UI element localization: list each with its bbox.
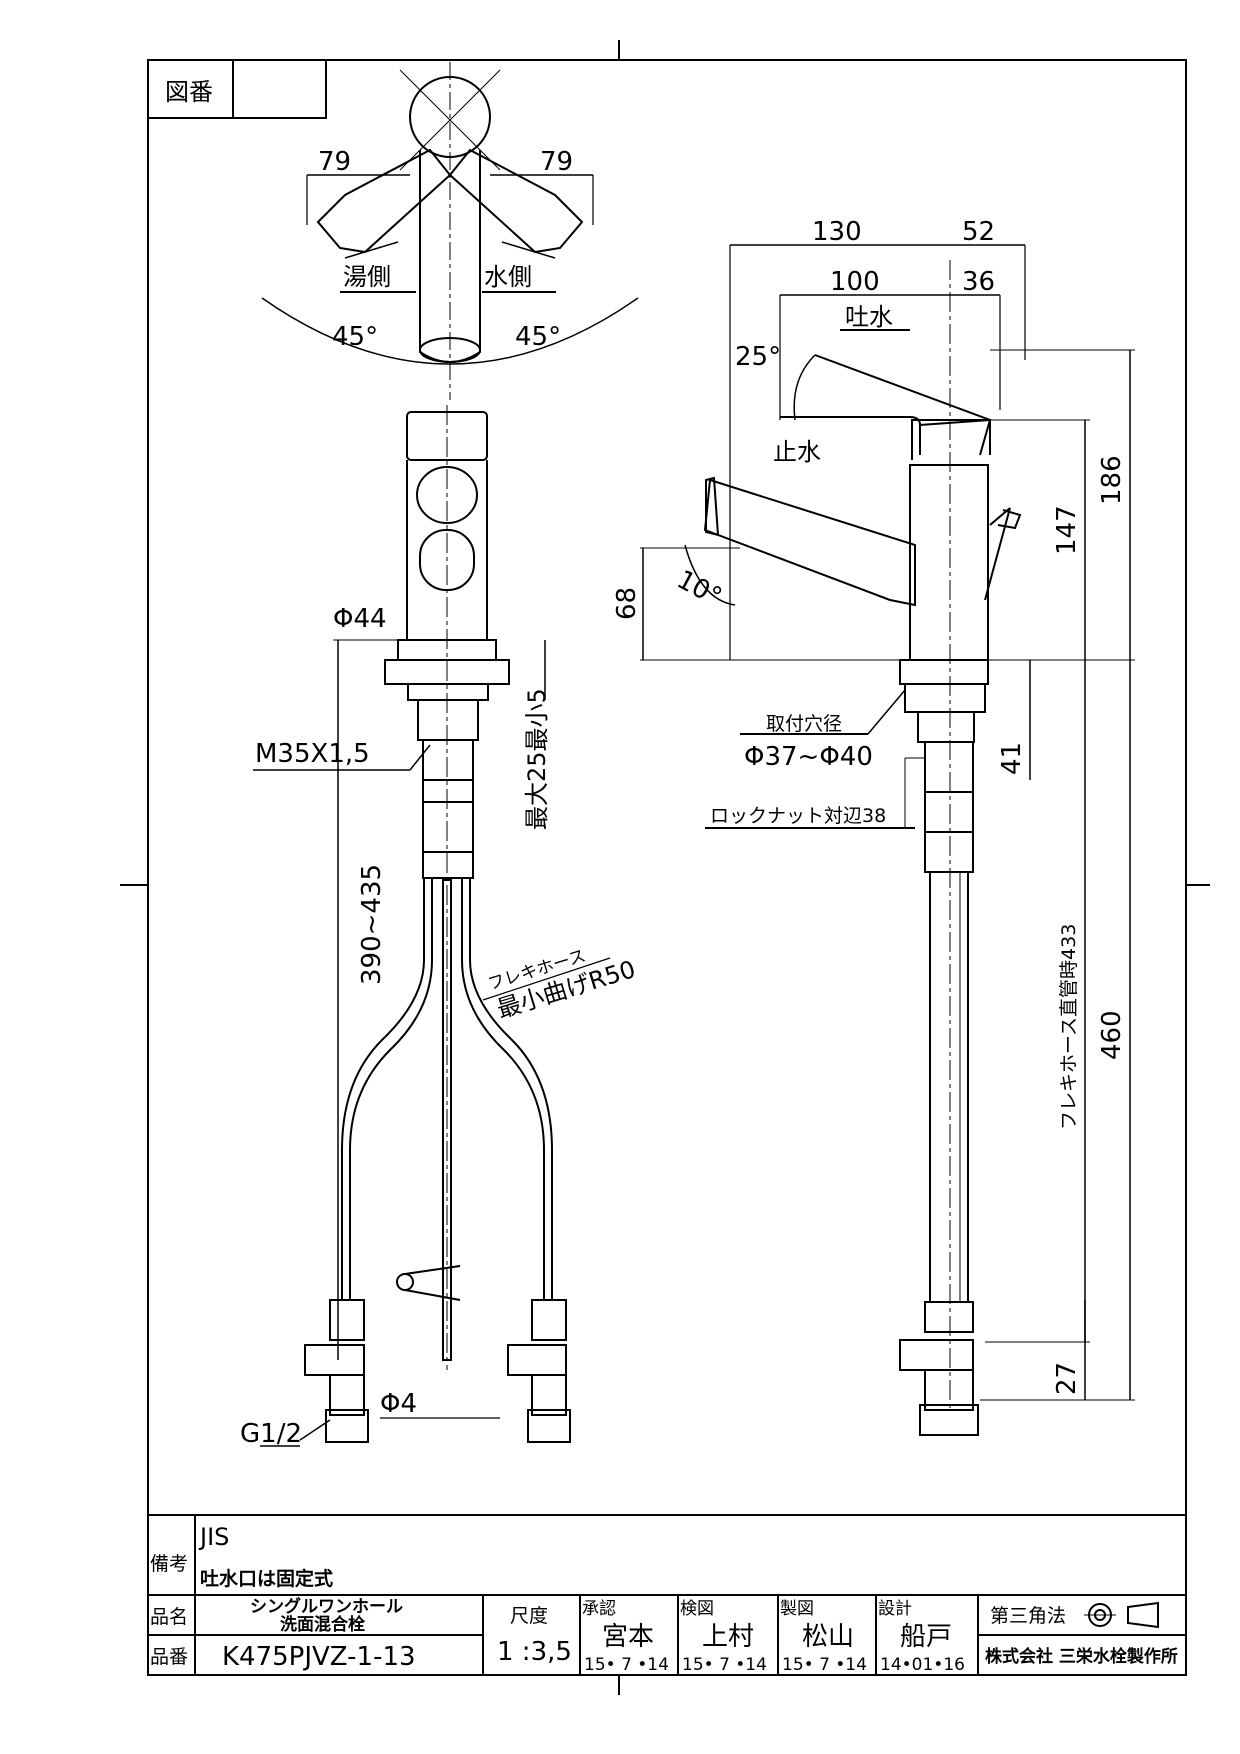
top-view (261, 62, 639, 400)
dim-36: 36 (962, 267, 995, 297)
front-view (253, 405, 611, 1447)
hole-label: 取付穴径 (766, 713, 842, 735)
angle-spout: 10° (672, 565, 727, 613)
dim-147: 147 (1052, 505, 1082, 555)
max-thickness: 最大25最小5 (523, 688, 551, 830)
thread-spec: M35X1,5 (255, 739, 370, 769)
scale-label: 尺度 (510, 1605, 548, 1627)
cold-side-label: 水側 (484, 263, 532, 291)
approve-label: 承認 (582, 1599, 616, 1619)
dim-52: 52 (962, 217, 995, 247)
draw-label: 製図 (780, 1599, 814, 1619)
hinmei-label: 品名 (150, 1606, 188, 1628)
dim-79-left: 79 (318, 147, 351, 177)
dia-rod: Φ4 (380, 1389, 417, 1419)
biko-label: 備考 (150, 1553, 188, 1575)
length-range: 390~435 (357, 864, 387, 985)
approve-date: 15• 7 •14 (584, 1655, 669, 1675)
dim-100: 100 (830, 267, 880, 297)
check-label: 検図 (680, 1599, 714, 1619)
check-name: 上村 (702, 1622, 754, 1652)
title-block (148, 1514, 1186, 1675)
hinban-value: K475PJVZ-1-13 (222, 1642, 416, 1672)
dim-130: 130 (812, 217, 862, 247)
draw-name: 松山 (802, 1622, 854, 1652)
inlet-thread: G1/2 (240, 1419, 302, 1449)
hinmei-line2: 洗面混合栓 (280, 1614, 365, 1635)
design-label: 設計 (878, 1599, 912, 1619)
design-date: 14•01•16 (880, 1655, 965, 1675)
company-name: 株式会社 三栄水栓製作所 (985, 1646, 1178, 1667)
hole-range: Φ37~Φ40 (744, 742, 873, 772)
dia-body: Φ44 (333, 604, 387, 634)
note-2: 吐水口は固定式 (200, 1567, 333, 1590)
approve-name: 宮本 (602, 1622, 654, 1652)
draw-date: 15• 7 •14 (782, 1655, 867, 1675)
hinban-label: 品番 (150, 1646, 188, 1668)
angle-right: 45° (515, 322, 561, 352)
spout-label: 吐水 (845, 303, 893, 331)
scale-value: 1 :3,5 (497, 1637, 572, 1667)
angle-lever: 25° (735, 342, 781, 372)
hot-side-label: 湯側 (343, 263, 391, 291)
hinmei-line1: シングルワンホール (250, 1596, 403, 1617)
zuban-label: 図番 (165, 78, 213, 106)
drawing-frame (147, 59, 1187, 1676)
dim-27: 27 (1052, 1362, 1082, 1395)
design-name: 船戸 (900, 1622, 952, 1652)
stop-label: 止水 (773, 438, 821, 466)
note-1: JIS (198, 1523, 229, 1551)
dim-68: 68 (612, 587, 642, 620)
dim-460: 460 (1097, 1010, 1127, 1060)
check-date: 15• 7 •14 (682, 1655, 767, 1675)
locknut-label: ロックナット対辺38 (710, 805, 886, 827)
dim-186: 186 (1097, 455, 1127, 505)
dim-41: 41 (997, 742, 1027, 775)
side-view (640, 244, 1135, 1436)
angle-left: 45° (332, 322, 378, 352)
hose-straight: フレキホース直管時433 (1058, 924, 1080, 1130)
dim-79-right: 79 (540, 147, 573, 177)
projection-label: 第三角法 (990, 1605, 1066, 1627)
